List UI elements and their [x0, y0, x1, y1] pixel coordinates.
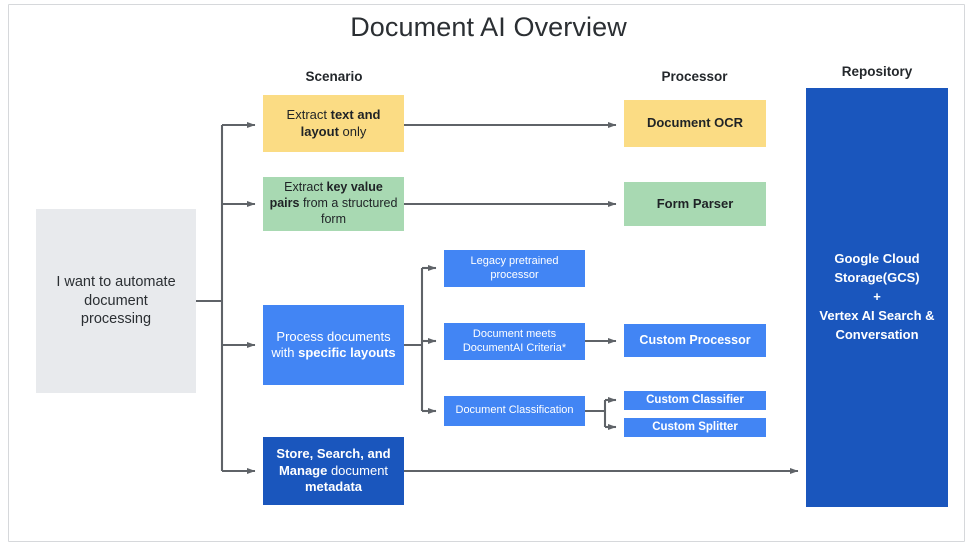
node-legacy-pretrained-processor[interactable]: Legacy pretrained processor: [444, 250, 585, 287]
processor-box-custom-processor[interactable]: Custom Processor: [624, 324, 766, 357]
processor-label-document-ocr: Document OCR: [646, 115, 744, 131]
scenario-label-extract-key-value-pairs: Extract key value pairs from a structure…: [269, 180, 398, 226]
scenario-label-process-specific-layouts: Process documents with specific layouts: [271, 328, 396, 361]
processor-label-custom-splitter: Custom Splitter: [652, 421, 738, 434]
processor-label-form-parser: Form Parser: [656, 195, 734, 211]
diagram-frame-border: [8, 4, 965, 542]
scenario-box-store-search-manage[interactable]: Store, Search, and Manage document metad…: [263, 437, 404, 505]
scenario-box-process-specific-layouts[interactable]: Process documents with specific layouts: [263, 305, 404, 385]
column-header-scenario: Scenario: [305, 69, 363, 84]
processor-box-form-parser[interactable]: Form Parser: [624, 182, 766, 226]
node-label-document-meets-criteria: Document meets DocumentAI Criteria*: [462, 327, 567, 354]
processor-box-custom-classifier[interactable]: Custom Classifier: [624, 391, 766, 410]
node-label-legacy-pretrained-processor: Legacy pretrained processor: [470, 254, 559, 281]
node-label-document-classification: Document Classification: [455, 404, 574, 417]
processor-label-custom-processor: Custom Processor: [639, 332, 751, 347]
intent-box-label: I want to automate document processing: [56, 274, 176, 328]
scenario-label-store-search-manage: Store, Search, and Manage document metad…: [276, 446, 391, 495]
column-header-repository: Repository: [841, 64, 913, 79]
intent-box[interactable]: I want to automate document processing: [36, 209, 196, 393]
node-document-classification[interactable]: Document Classification: [444, 396, 585, 426]
scenario-box-extract-key-value-pairs[interactable]: Extract key value pairs from a structure…: [263, 177, 404, 231]
scenario-label-extract-text-layout: Extract text and layout only: [286, 107, 381, 139]
page-title: Document AI Overview: [350, 12, 627, 42]
repository-label: Google Cloud Storage(GCS) + Vertex AI Se…: [819, 251, 935, 342]
processor-label-custom-classifier: Custom Classifier: [646, 394, 744, 407]
repository-box[interactable]: Google Cloud Storage(GCS) + Vertex AI Se…: [806, 88, 948, 507]
processor-box-custom-splitter[interactable]: Custom Splitter: [624, 418, 766, 437]
scenario-box-extract-text-layout[interactable]: Extract text and layout only: [263, 95, 404, 152]
node-document-meets-criteria[interactable]: Document meets DocumentAI Criteria*: [444, 323, 585, 360]
processor-box-document-ocr[interactable]: Document OCR: [624, 100, 766, 147]
column-header-processor: Processor: [661, 69, 728, 84]
